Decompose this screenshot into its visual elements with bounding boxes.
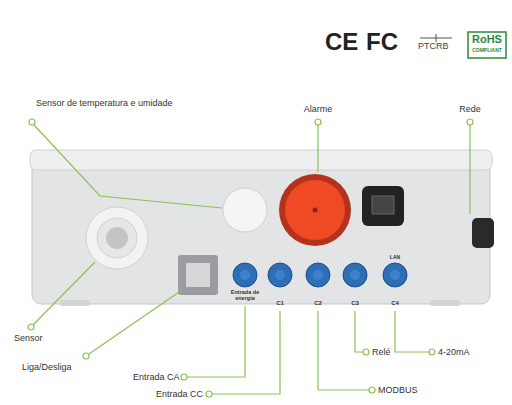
leader-lines — [33, 125, 470, 394]
callout-label: Sensor — [14, 333, 43, 343]
ce-mark: CE — [325, 28, 358, 56]
rohs-mark: RoHS — [469, 33, 505, 46]
port-cap-centers — [240, 270, 400, 280]
alarm-ring — [279, 174, 351, 246]
callout-label: Liga/Desliga — [22, 362, 72, 372]
sensor-gland-hole — [106, 227, 128, 249]
port-label: Entrada de energia — [229, 289, 261, 302]
port-label: C4 — [380, 300, 410, 307]
port-caps — [233, 263, 407, 287]
port-label: C2 — [303, 300, 333, 307]
enclosure-lid — [30, 150, 492, 170]
callout-label: Sensor de temperatura e umidade — [36, 98, 173, 108]
port-label: LAN — [380, 255, 410, 261]
port-label: C3 — [340, 300, 370, 307]
rohs-badge — [468, 32, 506, 58]
power-switch-face — [186, 263, 210, 287]
ptcrb-mark-tick — [436, 34, 437, 42]
enclosure-foot — [60, 300, 90, 306]
callout-label: Rede — [445, 104, 495, 114]
enclosure-foot — [430, 300, 460, 306]
power-switch — [178, 255, 218, 295]
ptcrb-mark: PTCRB — [418, 41, 449, 51]
temperature-humidity-sensor — [223, 188, 267, 232]
callout-label: Relé — [372, 347, 391, 357]
callout-label: Alarme — [288, 104, 348, 114]
sensor-gland-ring — [97, 218, 137, 258]
callout-label: Entrada CA — [133, 372, 180, 382]
callout-label: 4-20mA — [438, 347, 470, 357]
alarm-beacon — [285, 180, 345, 240]
network-cable-gland — [472, 218, 494, 248]
leader-dots — [28, 119, 473, 397]
enclosure-body — [32, 156, 490, 304]
sensor-gland — [86, 207, 148, 269]
rohs-compliant: COMPLIANT — [469, 48, 505, 54]
fcc-mark: FC — [366, 28, 398, 56]
port-label: C1 — [265, 300, 295, 307]
alarm-hole — [313, 208, 318, 213]
callout-label: Entrada CC — [156, 389, 203, 399]
callout-label: MODBUS — [378, 385, 418, 395]
network-connector — [362, 186, 404, 226]
network-port — [372, 196, 394, 214]
